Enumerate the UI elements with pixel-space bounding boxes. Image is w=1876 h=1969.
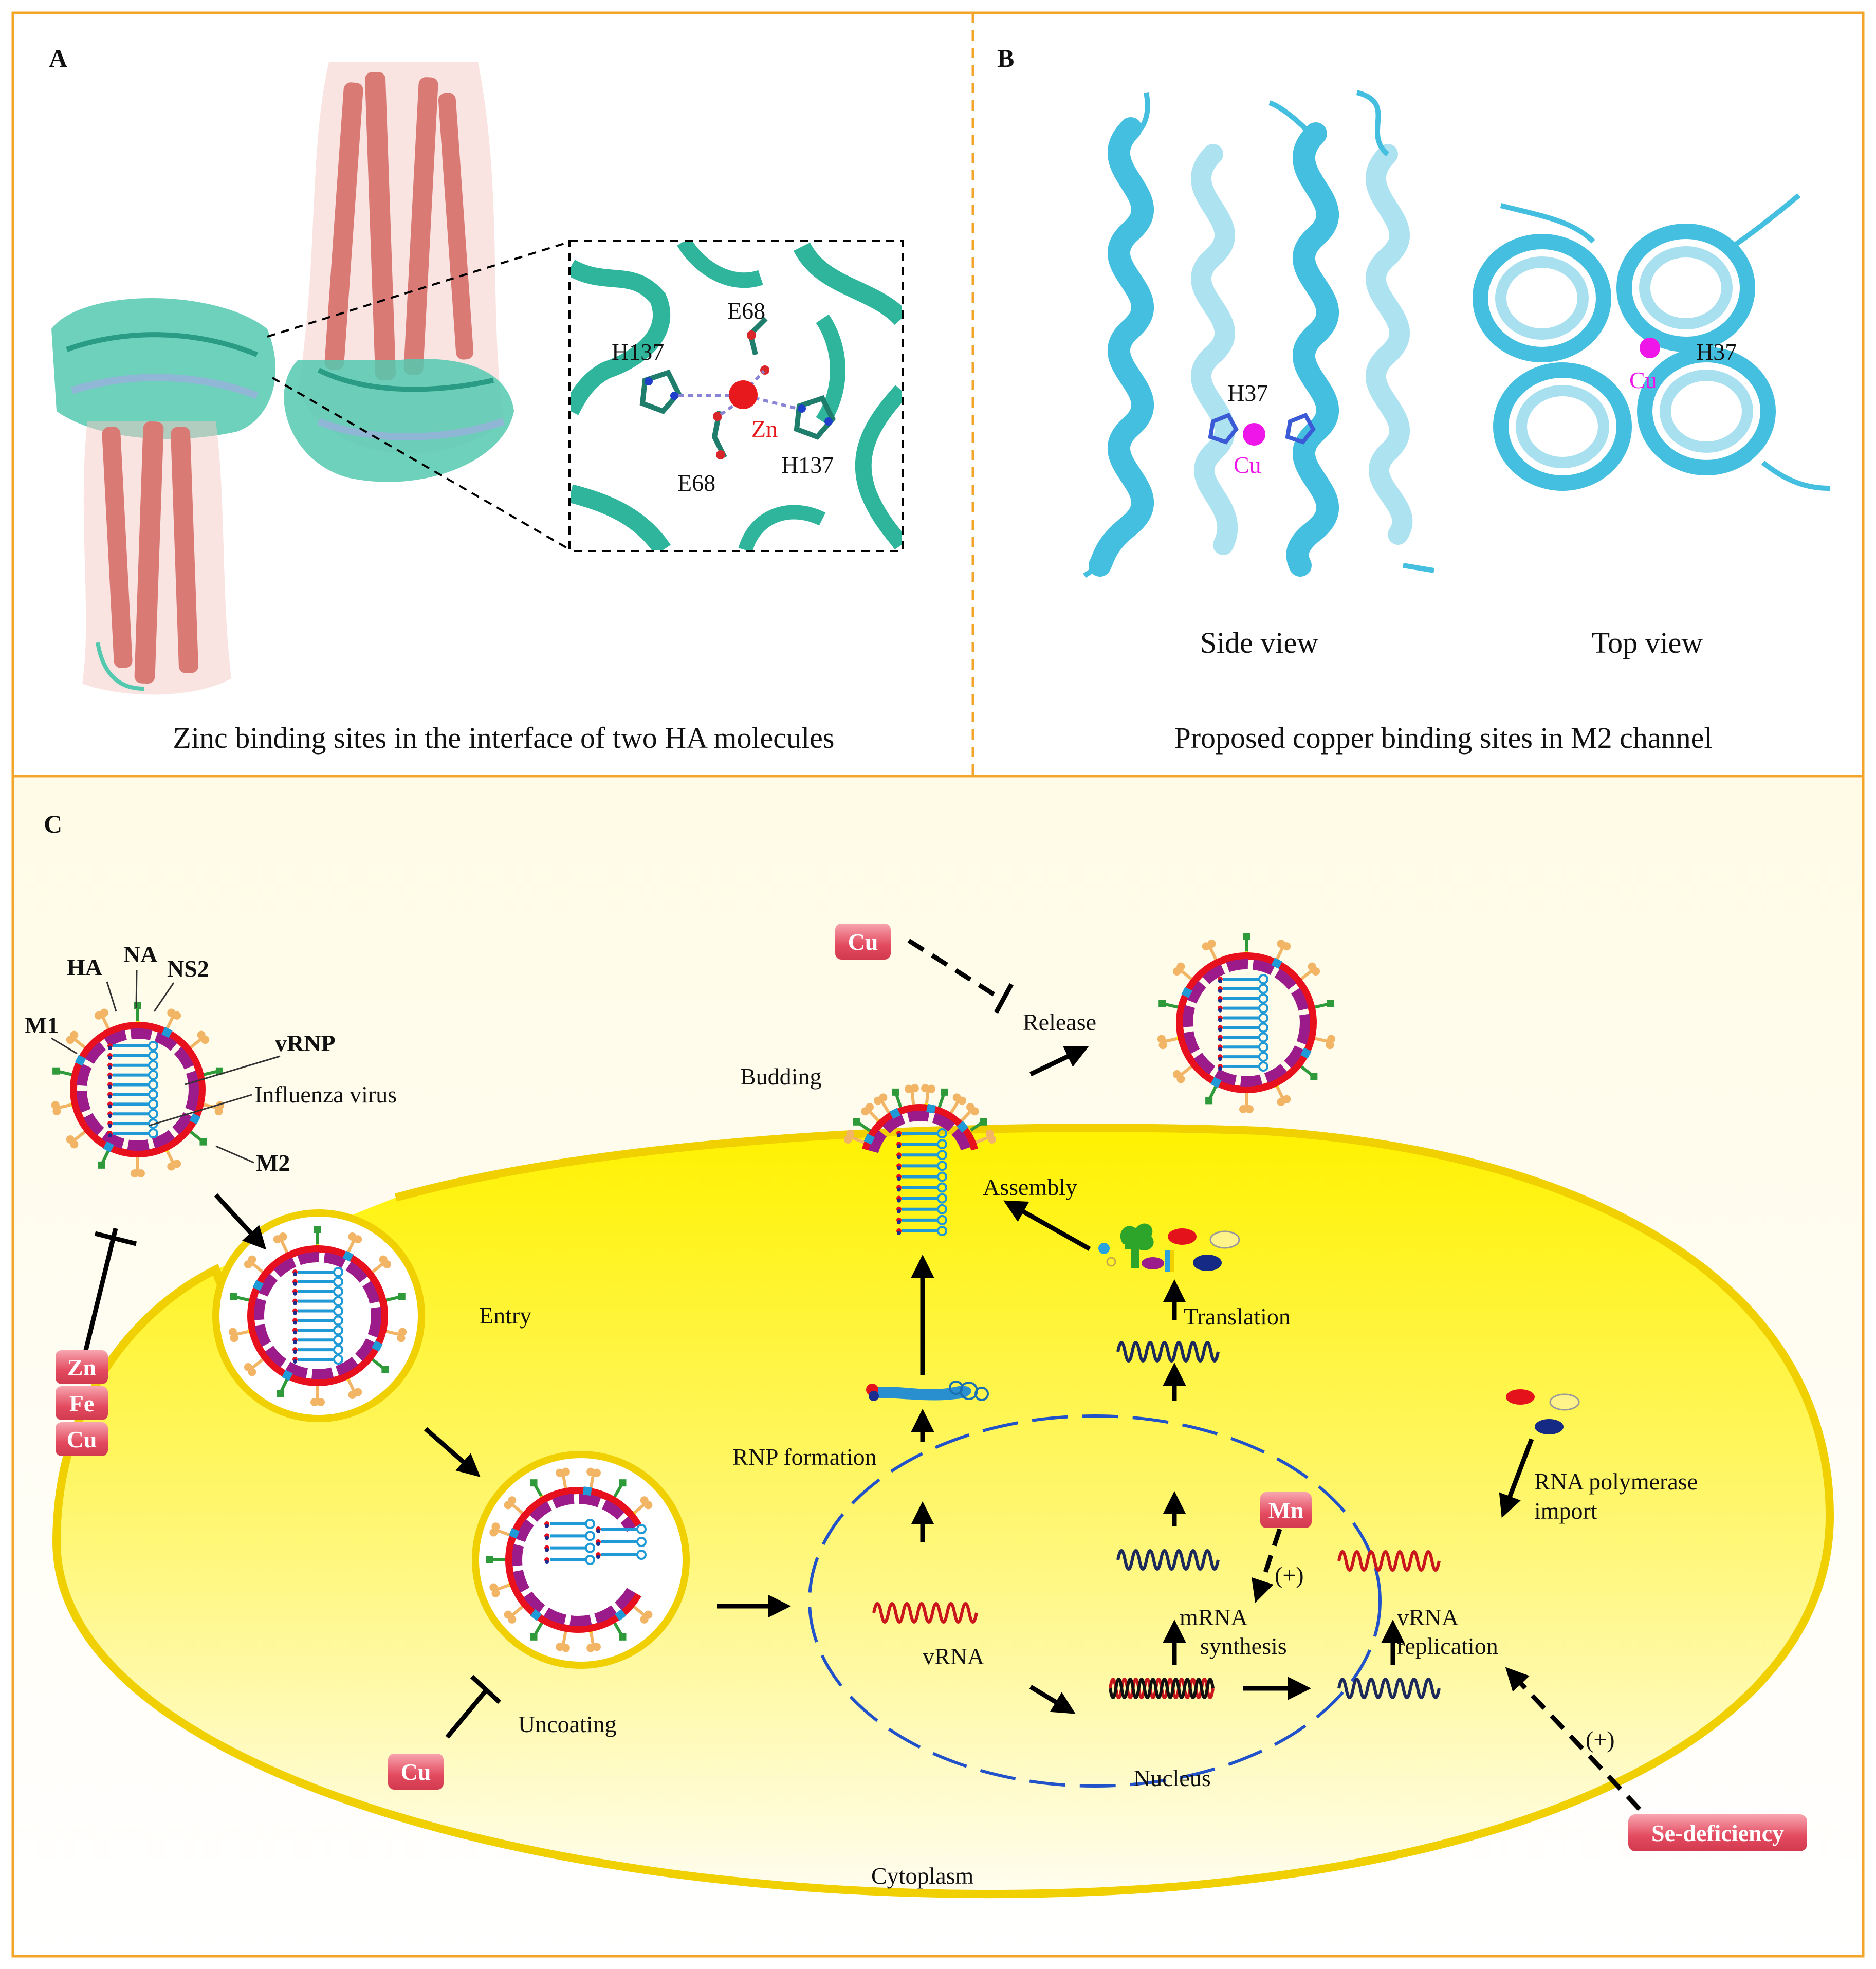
svg-text:Cu: Cu	[401, 1759, 431, 1785]
svg-text:Cu: Cu	[67, 1426, 97, 1452]
label-m2: M2	[256, 1150, 290, 1176]
m2-top-view: H37 Cu	[1473, 193, 1830, 491]
arrow-vrna-to-duplex	[1029, 1685, 1076, 1714]
budding-virion	[843, 1084, 997, 1236]
m2-side-view: H37 Cu	[1083, 90, 1434, 578]
step-mrna-synthesis-2: synthesis	[1200, 1633, 1287, 1659]
step-uncoating: Uncoating	[518, 1711, 617, 1737]
arrow-polymerase-import	[1499, 1438, 1534, 1518]
label-hA: HA	[67, 954, 102, 980]
arrow-entry-to-uncoating	[424, 1427, 481, 1477]
label-vrna: vRNA	[923, 1643, 984, 1669]
residue-e68-top: E68	[727, 298, 765, 324]
rna-strands	[872, 1341, 1441, 1699]
label-m1: M1	[25, 1012, 59, 1038]
badge-se-deficiency: Se-deficiency	[1628, 1814, 1807, 1851]
step-budding: Budding	[740, 1063, 821, 1090]
zoom-guide-top	[267, 241, 571, 338]
badge-fe: Fe	[56, 1386, 108, 1420]
ha-molecule-left	[51, 298, 276, 695]
step-translation: Translation	[1184, 1303, 1291, 1330]
entry-vesicle	[212, 1209, 425, 1422]
pathway-arrows	[214, 1046, 1534, 1714]
rna-polymerase-subunits	[1506, 1389, 1580, 1434]
ha-molecule-right	[284, 62, 514, 482]
step-vrna-replication-1: vRNA	[1397, 1604, 1459, 1630]
residue-h137-left: H137	[612, 339, 664, 365]
inhibit-uncoating-bar	[470, 1674, 502, 1704]
host-cell	[52, 1124, 1834, 1899]
badge-cu-entry: Cu	[56, 1422, 108, 1456]
step-vrna-replication-2: replication	[1397, 1633, 1498, 1659]
ha-dimer-structure	[51, 62, 514, 695]
virion-entry	[228, 1226, 407, 1406]
inhibition-lines	[82, 939, 1014, 1739]
step-release: Release	[1023, 1009, 1096, 1035]
badge-mn: Mn	[1260, 1492, 1312, 1528]
step-rna-polymerase-import-2: import	[1534, 1498, 1597, 1524]
svg-text:Mn: Mn	[1268, 1497, 1304, 1523]
inhibit-uncoating-line	[445, 1689, 488, 1739]
panel-label-c: C	[44, 809, 62, 838]
arrow-virus-to-entry	[214, 1193, 267, 1250]
virion-uncoating	[486, 1467, 653, 1652]
badge-zn: Zn	[56, 1350, 108, 1384]
m2-cu-top-label: Cu	[1629, 367, 1657, 393]
svg-text:Fe: Fe	[69, 1390, 95, 1416]
residue-h137-right: H137	[781, 452, 834, 478]
step-rnp-formation: RNP formation	[732, 1444, 877, 1470]
label-influenza-virus: Influenza virus	[254, 1081, 397, 1108]
svg-text:Zn: Zn	[67, 1354, 96, 1381]
label-ns2: NS2	[167, 955, 209, 982]
panel-b-caption: Proposed copper binding sites in M2 chan…	[1174, 721, 1712, 755]
rnp-complex	[866, 1381, 989, 1401]
panel-label-b: B	[997, 44, 1014, 72]
residue-e68-bottom: E68	[677, 470, 715, 496]
svg-text:Se-deficiency: Se-deficiency	[1651, 1820, 1784, 1846]
inhibit-release-line	[907, 939, 1004, 1002]
zinc-binding-inset: E68 H137 Zn H137 E68	[568, 240, 904, 552]
badge-cu-uncoating: Cu	[388, 1754, 444, 1790]
zinc-label: Zn	[751, 416, 778, 442]
arrow-proteins-to-assembly	[1003, 1200, 1091, 1251]
inhibit-entry-bar	[94, 1231, 137, 1246]
m2-h37-top: H37	[1696, 339, 1737, 365]
m2-h37-side: H37	[1227, 380, 1268, 406]
step-rna-polymerase-import-1: RNA polymerase	[1534, 1468, 1698, 1495]
m2-copper-side	[1243, 423, 1265, 446]
plus-se: (+)	[1586, 1726, 1615, 1753]
badge-cu-release: Cu	[835, 924, 891, 960]
top-view-label: Top view	[1592, 626, 1703, 659]
step-assembly: Assembly	[983, 1174, 1077, 1200]
label-na: NA	[123, 941, 157, 967]
label-vrnp: vRNP	[275, 1030, 336, 1056]
figure-border	[11, 11, 1865, 1958]
virus-label-pointers	[51, 970, 281, 1164]
panel-a-caption: Zinc binding sites in the interface of t…	[173, 721, 835, 755]
nucleus	[808, 1414, 1382, 1788]
zinc-ion	[729, 380, 758, 409]
arrow-mn-stimulates-mrna	[1252, 1528, 1282, 1603]
label-nucleus: Nucleus	[1133, 1765, 1211, 1791]
viral-proteins-cluster	[1098, 1223, 1240, 1272]
plus-mn: (+)	[1275, 1562, 1304, 1588]
inhibit-release-bar	[994, 983, 1014, 1014]
svg-text:Cu: Cu	[848, 929, 878, 955]
m2-cu-side-label: Cu	[1234, 452, 1261, 478]
stimulation-arrows	[1252, 1528, 1642, 1811]
side-view-label: Side view	[1200, 626, 1318, 659]
step-mrna-synthesis-1: mRNA	[1180, 1604, 1248, 1630]
influenza-virion	[51, 1002, 225, 1177]
m2-copper-top	[1640, 338, 1660, 358]
panel-label-a: A	[49, 44, 67, 72]
arrow-se-deficiency-stimulates	[1505, 1667, 1642, 1811]
inhibit-entry-line	[82, 1227, 118, 1355]
virion-released	[1157, 933, 1336, 1113]
step-entry: Entry	[479, 1302, 531, 1329]
arrow-budding-to-release	[1029, 1046, 1089, 1077]
label-cytoplasm: Cytoplasm	[871, 1863, 974, 1889]
